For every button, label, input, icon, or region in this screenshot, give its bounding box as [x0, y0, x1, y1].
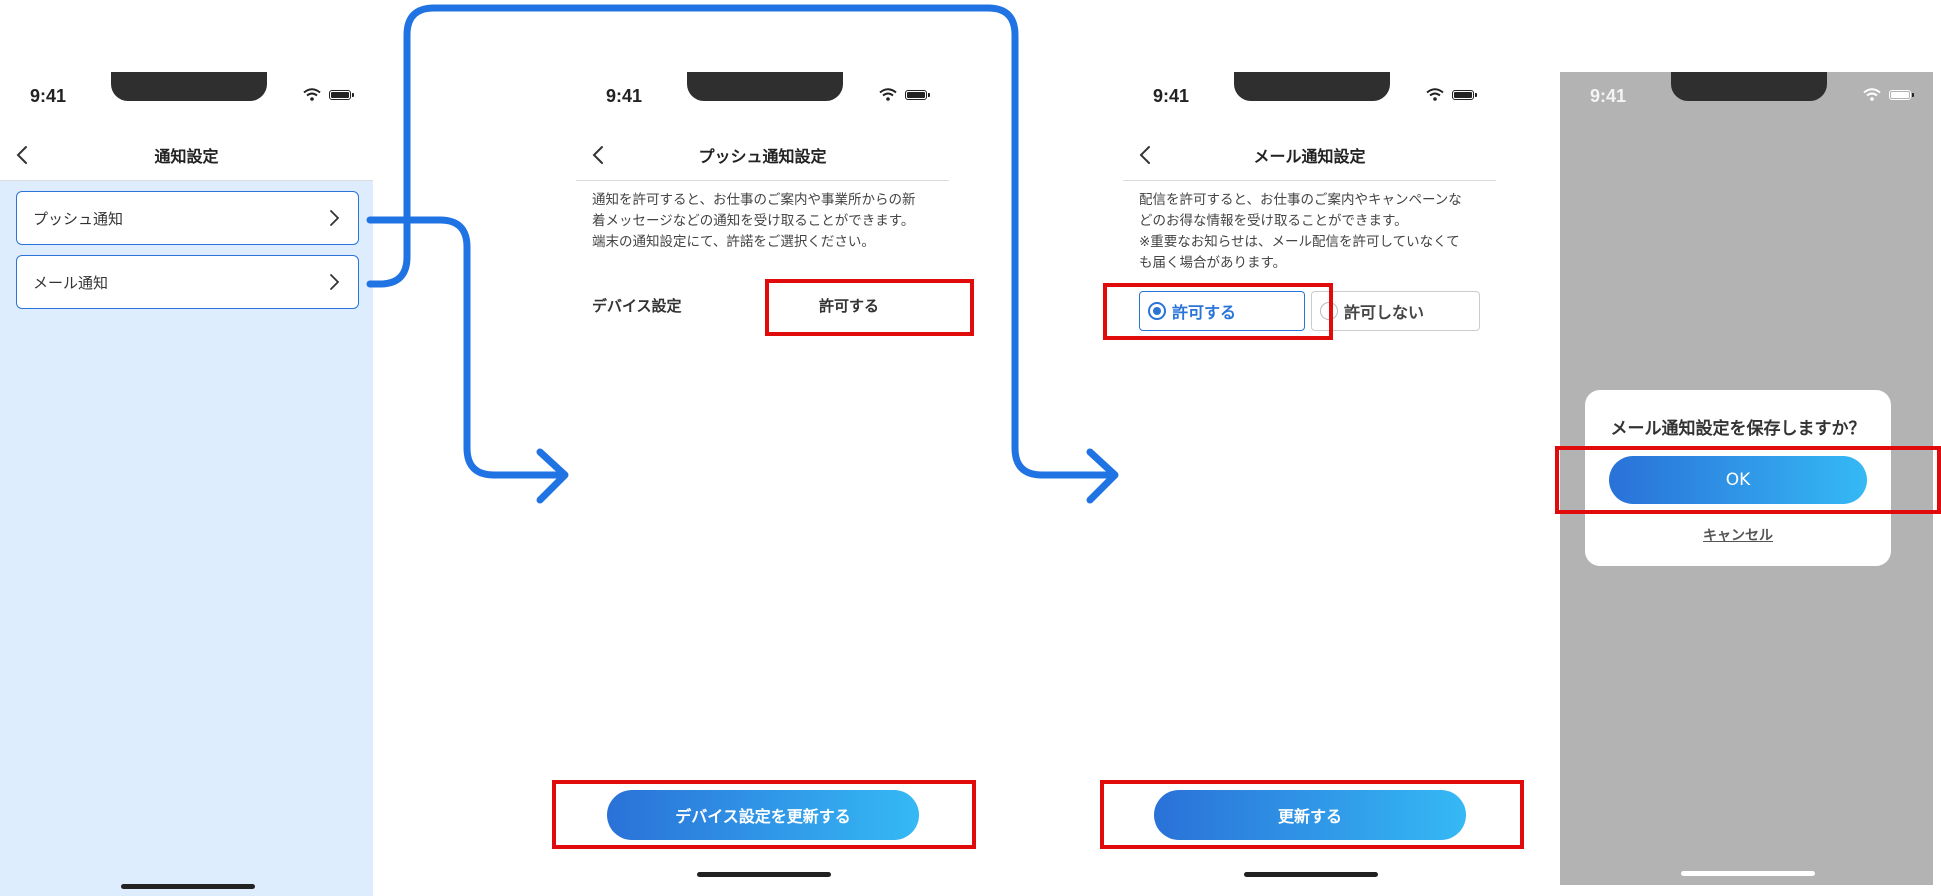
screen-mail-notification-settings: 9:41 メール通知設定 配信を許可すると、お仕事のご案内やキャンペーンな どの…: [1123, 72, 1496, 896]
radio-label: 許可する: [1172, 303, 1237, 322]
notch: [1671, 72, 1827, 101]
battery-icon: [905, 89, 930, 100]
highlight-update-button: [1100, 780, 1524, 849]
wifi-icon: [303, 88, 321, 101]
description-line: 通知を許可すると、お仕事のご案内や事業所からの新: [592, 192, 916, 208]
description-line: も届く場合があります。: [1139, 255, 1287, 271]
highlight-update-device-button: [552, 780, 976, 849]
update-button[interactable]: 更新する: [1154, 790, 1466, 840]
status-icons: [303, 88, 354, 101]
mail-description: 配信を許可すると、お仕事のご案内やキャンペーンな どのお得な情報を受け取ることが…: [1139, 190, 1484, 274]
device-setting-label: デバイス設定: [592, 297, 682, 315]
list-item-mail-notification[interactable]: メール通知: [16, 255, 359, 309]
battery-icon: [329, 89, 354, 100]
back-chevron-icon[interactable]: [588, 144, 610, 166]
description-line: どのお得な情報を受け取ることができます。: [1139, 213, 1408, 229]
battery-icon: [1889, 89, 1914, 100]
navbar: 通知設定: [0, 130, 373, 181]
status-icons: [1426, 88, 1477, 101]
confirm-dialog: メール通知設定を保存しますか？ OK キャンセル: [1585, 390, 1891, 566]
wifi-icon: [1426, 88, 1444, 101]
home-indicator: [1681, 871, 1815, 876]
radio-deny[interactable]: 許可しない: [1311, 291, 1480, 331]
flow-arrow-push-head: [536, 448, 569, 504]
description-line: 配信を許可すると、お仕事のご案内やキャンペーンな: [1139, 192, 1462, 208]
page-title: 通知設定: [154, 147, 219, 166]
radio-selected-icon: [1148, 302, 1166, 320]
status-icons: [879, 88, 930, 101]
status-time: 9:41: [606, 86, 643, 106]
status-time: 9:41: [1153, 86, 1190, 106]
page-title: メール通知設定: [1253, 147, 1366, 166]
flow-arrow-mail-head: [1086, 448, 1119, 504]
screen-save-confirmation: 9:41 メール通知設定を保存しますか？ OK キャンセル: [1560, 72, 1933, 885]
push-description: 通知を許可すると、お仕事のご案内や事業所からの新 着メッセージなどの通知を受け取…: [592, 190, 937, 253]
wifi-icon: [1863, 88, 1881, 101]
back-chevron-icon[interactable]: [1135, 144, 1157, 166]
navbar: メール通知設定: [1123, 130, 1496, 181]
description-line: ※重要なお知らせは、メール配信を許可していなくて: [1139, 234, 1460, 250]
list-item-push-notification[interactable]: プッシュ通知: [16, 191, 359, 245]
home-indicator: [697, 872, 831, 877]
radio-allow[interactable]: 許可する: [1139, 291, 1305, 331]
home-indicator: [121, 884, 255, 889]
flow-arrow-push: [366, 216, 564, 479]
list-item-label: メール通知: [33, 273, 109, 292]
chevron-right-icon: [330, 274, 340, 290]
notch: [111, 72, 267, 101]
dialog-title: メール通知設定を保存しますか？: [1610, 419, 1866, 439]
ok-button[interactable]: OK: [1609, 456, 1867, 504]
description-line: 端末の通知設定にて、許諾をご選択ください。: [592, 234, 875, 250]
radio-label: 許可しない: [1344, 303, 1425, 322]
status-time: 9:41: [1590, 86, 1627, 106]
notch: [1234, 72, 1390, 101]
list-item-label: プッシュ通知: [33, 209, 124, 228]
wifi-icon: [879, 88, 897, 101]
chevron-right-icon: [330, 210, 340, 226]
highlight-device-setting-value: [765, 279, 974, 336]
update-device-settings-button[interactable]: デバイス設定を更新する: [607, 790, 919, 840]
highlight-ok-button: [1555, 446, 1941, 514]
screen-notification-settings: 9:41 通知設定 プッシュ通知 メール通知: [0, 72, 373, 896]
highlight-radio-allow: [1103, 283, 1333, 340]
home-indicator: [1244, 872, 1378, 877]
navbar: プッシュ通知設定: [576, 130, 949, 181]
notch: [687, 72, 843, 101]
status-time: 9:41: [30, 86, 67, 106]
cancel-link[interactable]: キャンセル: [1703, 528, 1773, 544]
description-line: 着メッセージなどの通知を受け取ることができます。: [592, 213, 915, 229]
back-chevron-icon[interactable]: [12, 144, 34, 166]
page-title: プッシュ通知設定: [698, 147, 827, 166]
status-icons: [1863, 88, 1914, 101]
battery-icon: [1452, 89, 1477, 100]
screen-push-notification-settings: 9:41 プッシュ通知設定 通知を許可すると、お仕事のご案内や事業所からの新 着…: [576, 72, 949, 896]
